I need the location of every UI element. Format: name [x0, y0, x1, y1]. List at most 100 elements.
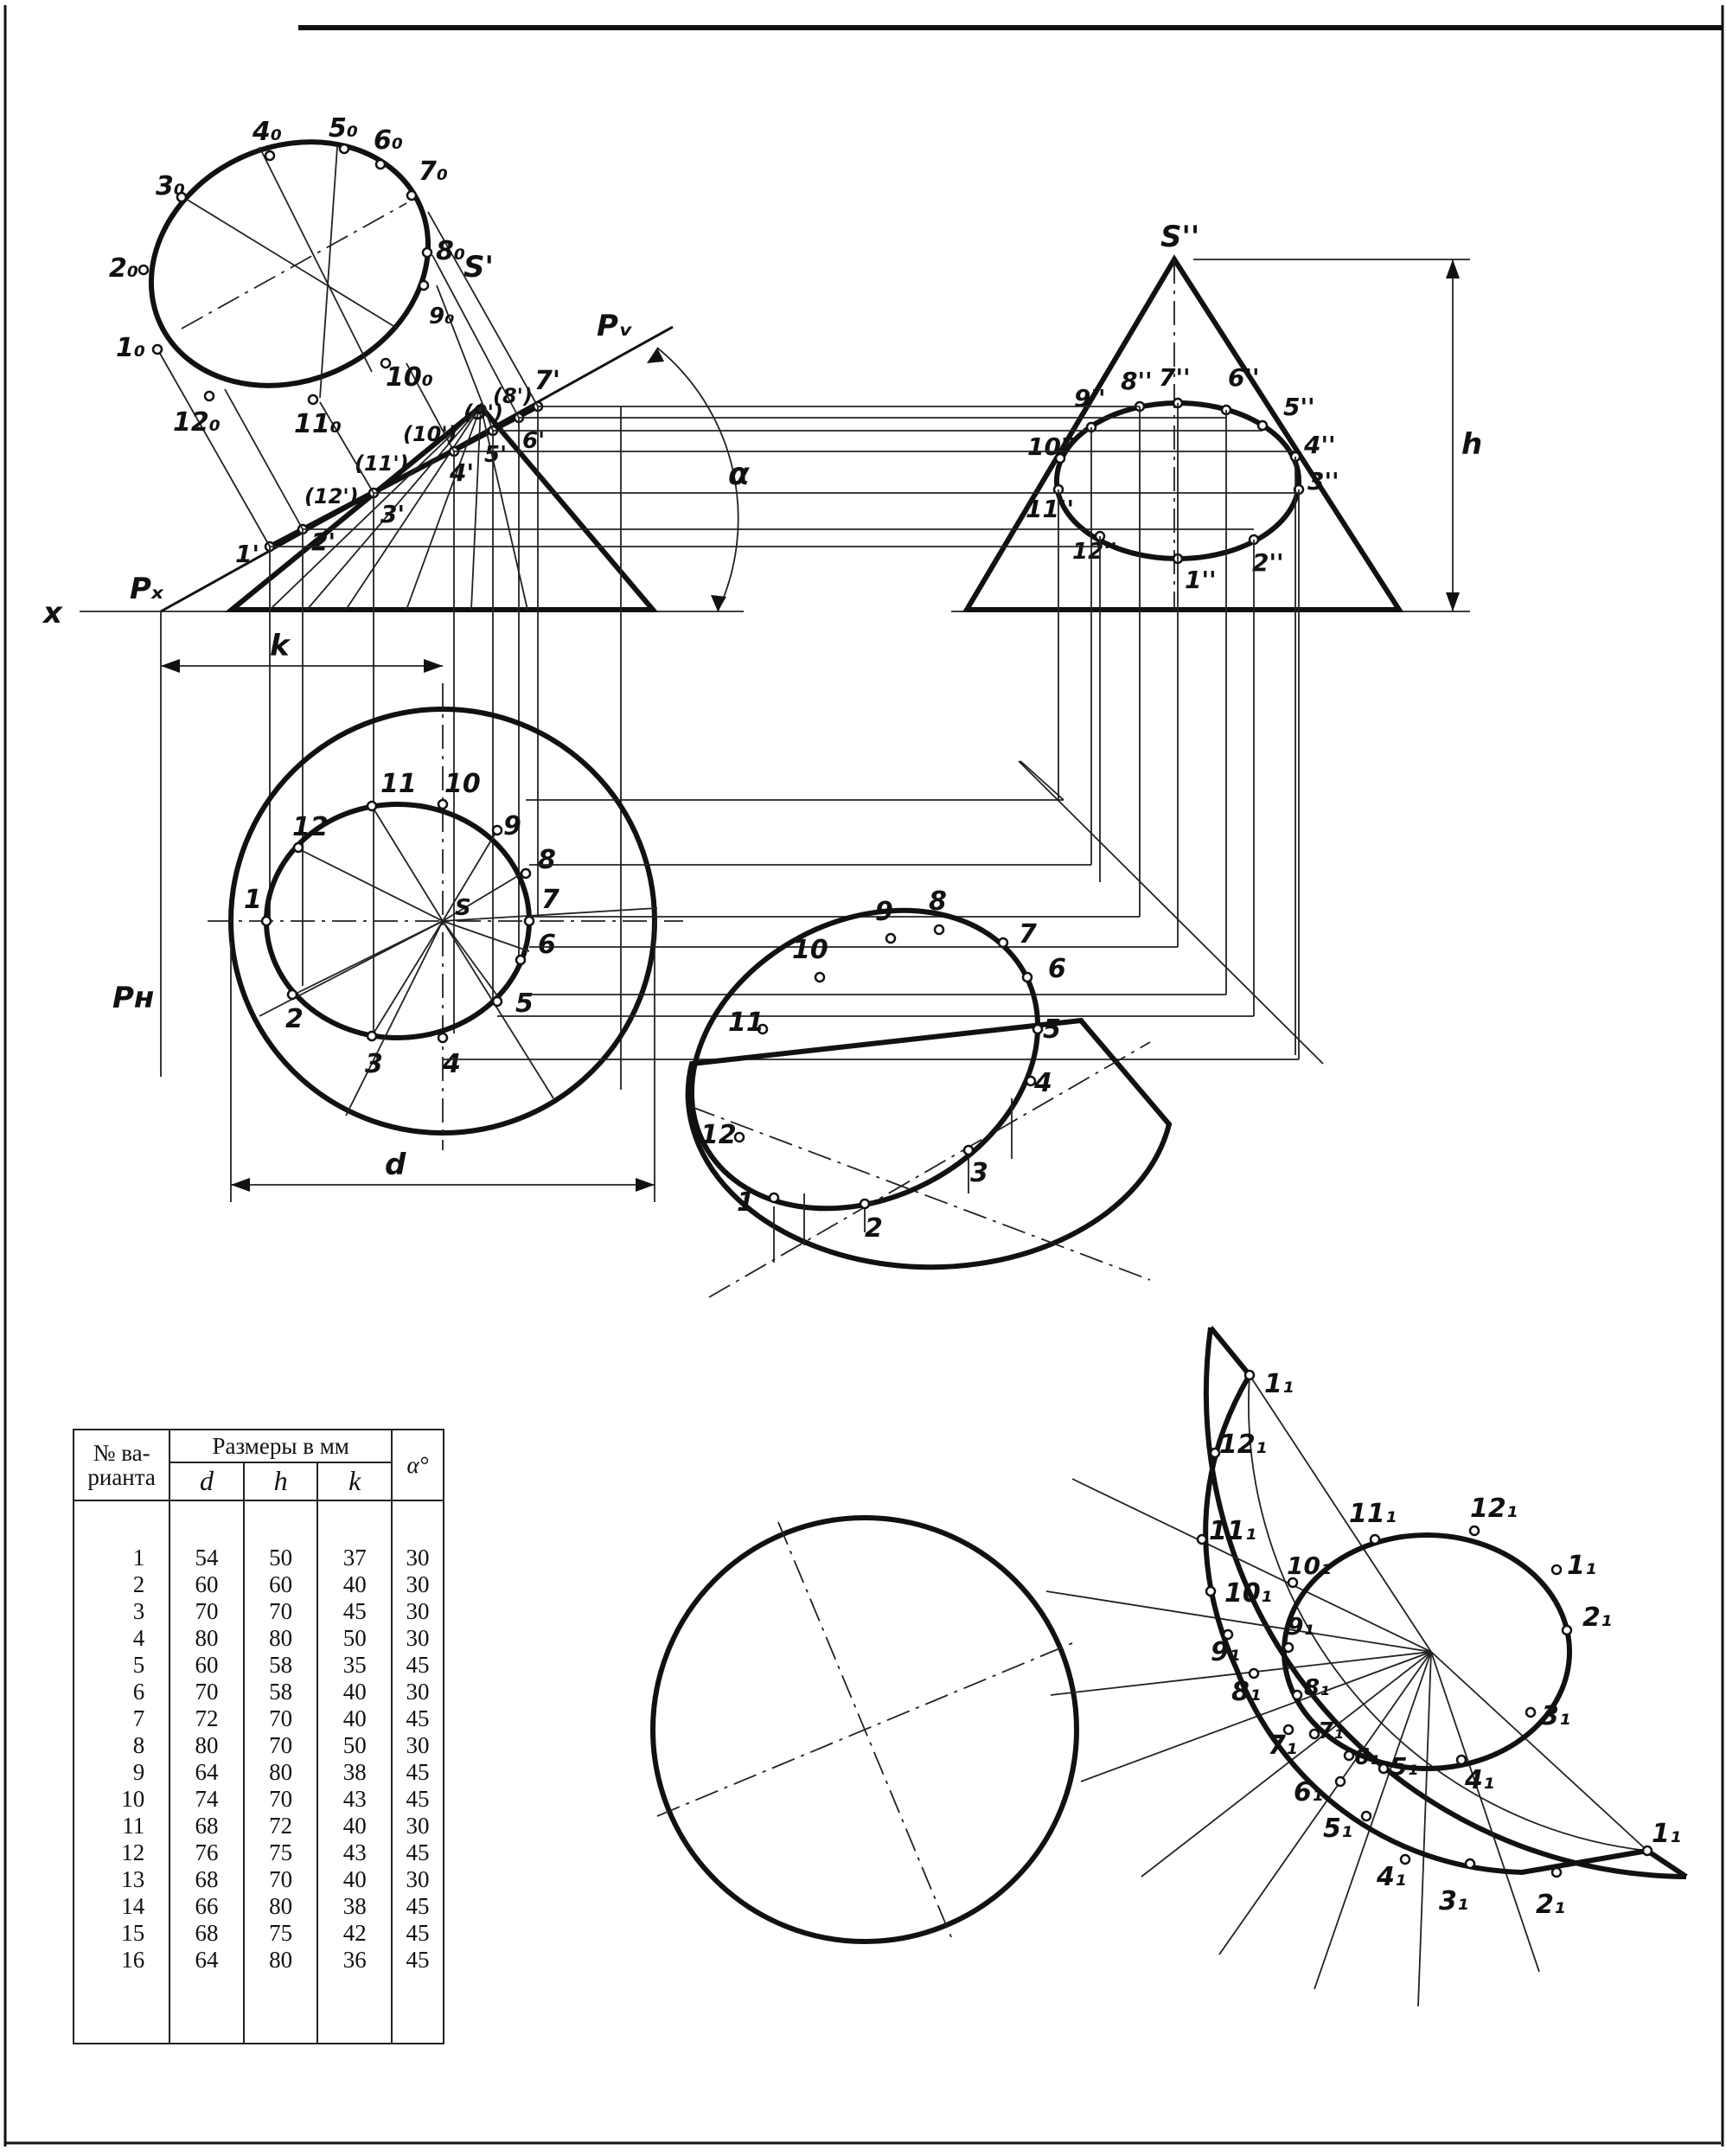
h-cell: 70	[242, 1705, 319, 1732]
dev-outer-label-8: 8₁	[1231, 1677, 1261, 1707]
true-label-4: 4₀	[252, 117, 282, 147]
iso-label-10: 10	[792, 935, 828, 965]
iso-label-5: 5	[1043, 1014, 1061, 1045]
d-cell: 68	[169, 1865, 245, 1893]
dev-inner-label-1: 1₁	[1567, 1551, 1596, 1581]
dev-points	[1196, 1369, 1653, 1878]
dev-outer-label-4: 4₁	[1376, 1862, 1406, 1892]
alpha-cell: 45	[391, 1839, 444, 1866]
k-cell: 40	[316, 1705, 393, 1732]
side-label-3: 3''	[1307, 467, 1339, 496]
front-label-12: (12')	[304, 484, 359, 509]
dev-inner-label-10: 10₁	[1287, 1551, 1331, 1580]
h-cell: 70	[242, 1865, 319, 1893]
k-cell: 42	[316, 1919, 393, 1947]
k-cell: 40	[316, 1865, 393, 1893]
axis-x-label: x	[42, 596, 63, 630]
alpha-cell: 45	[391, 1919, 444, 1947]
dev-inner-label-4: 4₁	[1464, 1765, 1494, 1795]
alpha-cell: 30	[391, 1597, 444, 1625]
d-cell: 74	[169, 1785, 245, 1813]
iso-label-8: 8	[929, 886, 947, 917]
k-cell: 43	[316, 1839, 393, 1866]
iso-label-4: 4	[1033, 1068, 1052, 1098]
d-cell: 80	[169, 1731, 245, 1759]
alpha-cell: 45	[391, 1892, 444, 1920]
side-plan-transfer	[443, 403, 1324, 1065]
h-cell: 80	[242, 1758, 319, 1786]
dev-outer-label-12: 12₁	[1219, 1430, 1267, 1460]
alpha-cell: 30	[391, 1865, 444, 1893]
side-view: h S'' 1'' 2'' 3'' 4'' 5'' 6'' 7'' 8'' 9'…	[951, 220, 1482, 612]
h-cell: 72	[242, 1812, 319, 1839]
iso-points	[733, 924, 1044, 1210]
dev-outer-label-2: 2₁	[1536, 1890, 1565, 1920]
true-label-3: 3₀	[156, 171, 185, 202]
h-cell: 75	[242, 1919, 319, 1947]
front-label-1: 1'	[235, 540, 259, 568]
col-h-header: h	[242, 1462, 319, 1501]
variant-cell: 15	[72, 1919, 171, 1947]
k-cell: 36	[316, 1946, 393, 1974]
k-cell: 43	[316, 1785, 393, 1813]
dev-inner-label-6: 6₁	[1354, 1744, 1379, 1770]
d-cell: 64	[169, 1758, 245, 1786]
true-size-ellipse	[148, 139, 432, 388]
dev-inner-label-12: 12₁	[1470, 1494, 1518, 1524]
h-cell: 80	[242, 1892, 319, 1920]
development-view: 1₁ 12₁ 11₁ 10₁ 9₁ 8₁ 7₁ 6₁ 5₁ 4₁ 3₁ 2₁ 1…	[650, 1326, 1688, 2007]
plan-label-10: 10	[444, 769, 481, 799]
true-label-2: 2₀	[109, 253, 138, 284]
alpha-cell: 45	[391, 1946, 444, 1974]
d-cell: 70	[169, 1597, 245, 1625]
h-cell: 75	[242, 1839, 319, 1866]
k-cell: 40	[316, 1812, 393, 1839]
iso-cone-outline	[685, 1017, 1173, 1270]
h-cell: 80	[242, 1624, 319, 1652]
k-cell: 40	[316, 1571, 393, 1598]
dev-inner-label-7: 7₁	[1318, 1718, 1343, 1744]
variant-cell: 13	[72, 1865, 171, 1893]
dev-inner-label-8: 8₁	[1304, 1675, 1329, 1701]
d-cell: 76	[169, 1839, 245, 1866]
variant-cell: 5	[72, 1651, 171, 1679]
side-label-10: 10''	[1027, 432, 1076, 461]
d-cell: 70	[169, 1678, 245, 1705]
variant-cell: 10	[72, 1785, 171, 1813]
true-label-10: 10₀	[386, 362, 433, 393]
dev-inner-label-5: 5₁	[1390, 1752, 1418, 1781]
front-generatrices	[269, 406, 528, 611]
d-cell: 64	[169, 1946, 245, 1974]
plan-label-1: 1	[244, 885, 262, 915]
d-cell: 80	[169, 1624, 245, 1652]
front-label-7: 7'	[534, 366, 560, 396]
front-label-2: 2'	[311, 528, 336, 556]
iso-label-6: 6	[1048, 954, 1066, 984]
side-label-12: 12''	[1072, 539, 1117, 565]
dev-outer-label-11: 11₁	[1209, 1516, 1256, 1546]
front-plan-projections	[269, 406, 622, 1090]
k-cell: 50	[316, 1731, 393, 1759]
dev-outer-label-1b: 1₁	[1652, 1819, 1681, 1849]
true-size-section: 1₀ 2₀ 3₀ 4₀ 5₀ 6₀ 7₀ 8₀ 9₀ 10₀ 11₀ 12₀	[109, 113, 539, 547]
h-cell: 50	[242, 1544, 319, 1571]
dev-outer-label-7: 7₁	[1268, 1731, 1297, 1761]
h-cell: 58	[242, 1678, 319, 1705]
dim-k-label: k	[270, 629, 291, 663]
true-label-11: 11₀	[294, 409, 342, 439]
alpha-cell: 45	[391, 1705, 444, 1732]
dev-inner-label-11: 11₁	[1349, 1499, 1397, 1529]
d-cell: 68	[169, 1812, 245, 1839]
variant-cell: 1	[72, 1544, 171, 1571]
alpha-cell: 30	[391, 1678, 444, 1705]
alpha-cell: 30	[391, 1571, 444, 1598]
true-label-8: 8₀	[436, 236, 465, 266]
